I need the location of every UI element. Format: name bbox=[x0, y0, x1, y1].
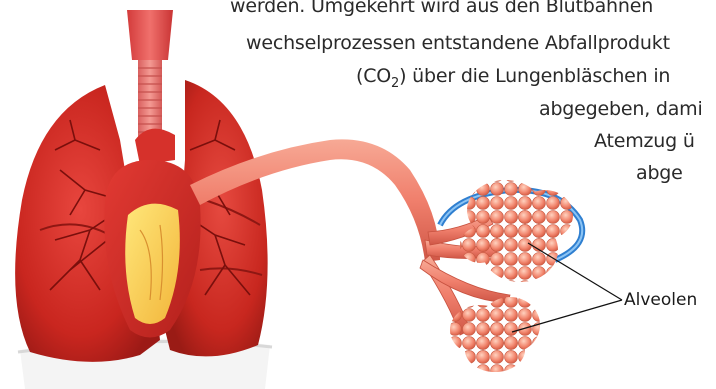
larynx bbox=[127, 10, 173, 60]
body-text-line-6: abge bbox=[636, 162, 683, 184]
alveolen-label: Alveolen bbox=[624, 290, 697, 310]
co2-suffix: ) über die Lungenbläschen in bbox=[399, 65, 670, 87]
co2-subscript: 2 bbox=[391, 76, 399, 91]
aorta bbox=[135, 129, 175, 165]
body-text-line-5: Atemzug ü bbox=[594, 130, 695, 152]
body-text-line-2: wechselprozessen entstandene Abfallprodu… bbox=[246, 32, 670, 54]
body-text-line-1: werden. Umgekehrt wird aus den Blutbahne… bbox=[230, 0, 653, 17]
alveoli-cluster-bottom bbox=[450, 297, 540, 372]
body-text-line-4: abgegeben, dami bbox=[539, 98, 703, 120]
alveoli-cluster-top bbox=[460, 180, 573, 282]
body-text-line-3: (CO2) über die Lungenbläschen in bbox=[356, 65, 670, 95]
co2-prefix: (CO bbox=[356, 65, 391, 87]
